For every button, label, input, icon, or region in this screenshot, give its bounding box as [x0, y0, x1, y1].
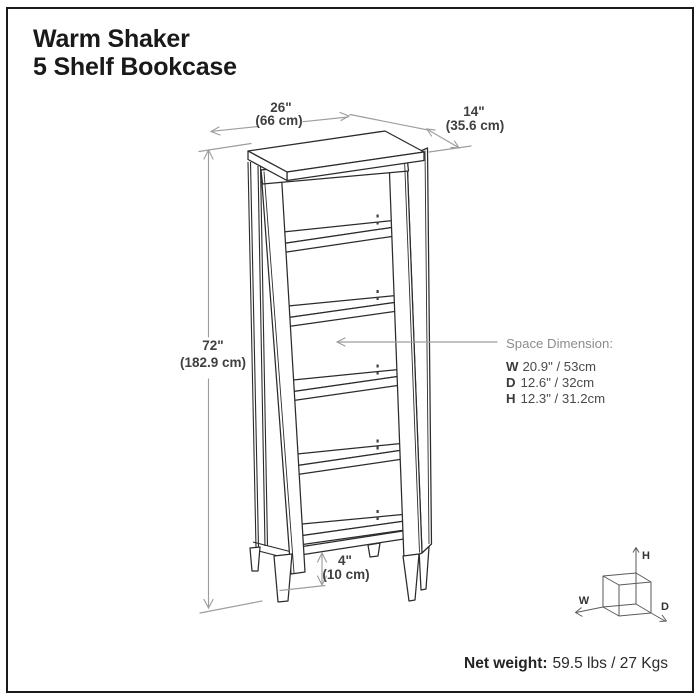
width-dimension: 26" (66 cm)	[209, 100, 351, 136]
title-line-2: 5 Shelf Bookcase	[33, 53, 237, 81]
space-h-key: H	[506, 391, 516, 406]
cube-axis-w-label: W	[579, 595, 590, 607]
width-inches-label: 26"	[270, 100, 291, 115]
shelf-pin-holes	[376, 214, 379, 520]
dimension-annotations: 72" (182.9 cm) 26" (66 cm) 14" (35.6 cm)…	[180, 100, 613, 614]
space-d-value: 12.6" / 32cm	[521, 375, 595, 390]
clearance-metric-label: (10 cm)	[322, 567, 369, 582]
bookcase-illustration	[247, 130, 433, 603]
clearance-dimension: 4" (10 cm)	[316, 551, 370, 587]
space-dimension-row-d: D 12.6" / 32cm	[506, 375, 594, 390]
depth-metric-label: (35.6 cm)	[446, 118, 505, 133]
space-d-key: D	[506, 375, 516, 390]
width-metric-label: (66 cm)	[255, 113, 302, 128]
height-inches-label: 72"	[202, 338, 223, 353]
space-w-key: W	[506, 359, 519, 374]
page-title: Warm Shaker 5 Shelf Bookcase	[33, 25, 237, 81]
bookcase-front-frame	[260, 156, 423, 575]
bookcase-top-slab	[247, 130, 425, 182]
clearance-inches-label: 4"	[338, 553, 352, 568]
cube-axis-d-label: D	[661, 601, 669, 613]
extension-lines	[198, 113, 472, 614]
space-w-value: 20.9" / 53cm	[522, 359, 596, 374]
orientation-cube-icon: H W D	[575, 547, 669, 622]
bookcase-shelves	[279, 219, 409, 546]
page-border	[6, 7, 694, 693]
space-h-value: 12.3" / 31.2cm	[521, 391, 606, 406]
cube-axis-h-label: H	[642, 550, 650, 562]
bookcase-back-edges	[247, 161, 293, 561]
depth-inches-label: 14"	[463, 104, 484, 119]
net-weight-value: 59.5 lbs / 27 Kgs	[553, 655, 669, 672]
net-weight: Net weight: 59.5 lbs / 27 Kgs	[464, 655, 668, 672]
depth-dimension: 14" (35.6 cm)	[425, 104, 505, 149]
net-weight-label: Net weight:	[464, 655, 548, 672]
space-dimension-row-h: H 12.3" / 31.2cm	[506, 391, 605, 406]
bookcase-back-legs	[249, 546, 430, 591]
space-dimension-title: Space Dimension:	[506, 336, 613, 351]
height-metric-label: (182.9 cm)	[180, 355, 246, 370]
height-dimension: 72" (182.9 cm)	[180, 148, 246, 610]
title-line-1: Warm Shaker	[33, 25, 190, 53]
